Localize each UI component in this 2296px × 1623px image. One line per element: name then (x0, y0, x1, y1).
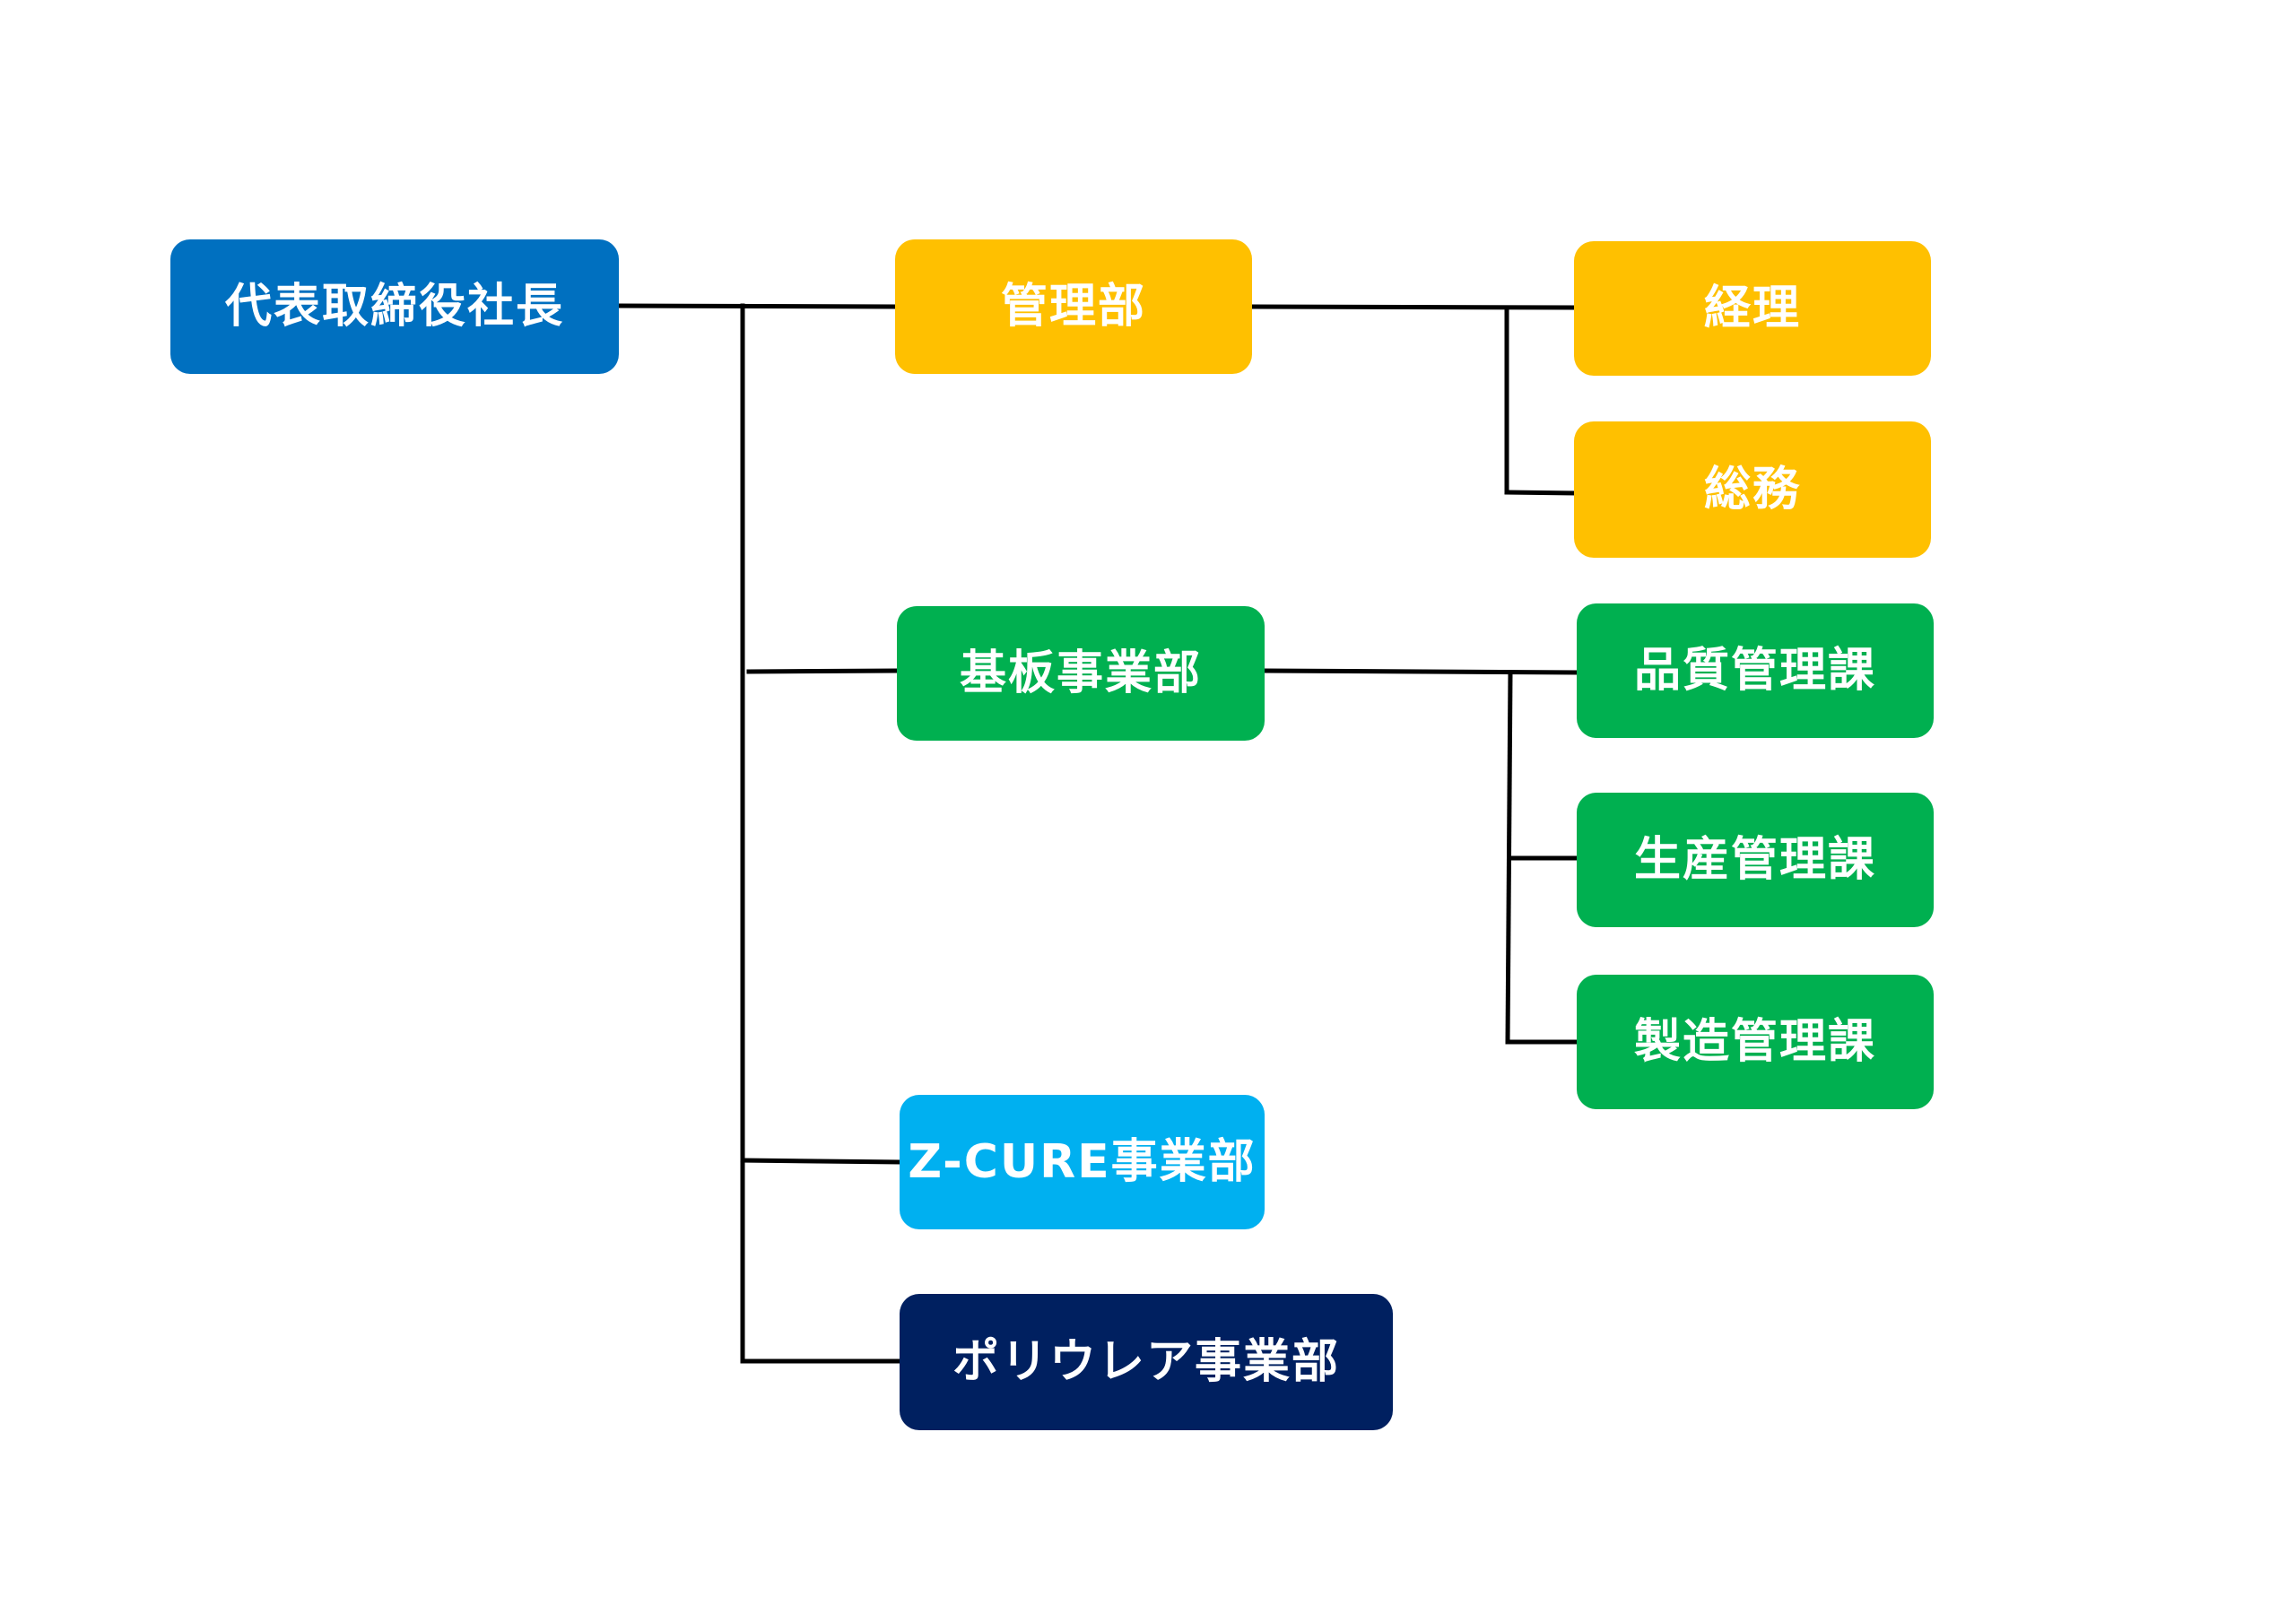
connector-ceo-to-kiban (746, 668, 900, 674)
connector-kanri-to-keiri (1249, 304, 1577, 310)
connector-kiban-to-hinshitsu (1262, 668, 1579, 675)
node-kanri-label: 管理部 (1000, 280, 1146, 334)
node-seisan: 生産管理課 (1577, 793, 1934, 927)
node-ceo: 代表取締役社長 (170, 239, 619, 374)
node-hinshitsu: 品質管理課 (1577, 603, 1934, 738)
node-kiban-label: 基板事業部 (959, 647, 1202, 700)
node-seisan-label: 生産管理課 (1633, 833, 1876, 887)
node-somu-label: 総務 (1703, 463, 1801, 516)
node-seizo-label: 製造管理課 (1633, 1015, 1876, 1069)
node-zcure-label: Z-CURE事業部 (908, 1135, 1257, 1189)
node-ceo-label: 代表取締役社長 (224, 280, 564, 334)
node-polyurea-label: ポリウレア事業部 (952, 1335, 1340, 1389)
node-keiri-label: 経理 (1703, 282, 1801, 335)
connector-ceo-to-zcure (740, 1158, 902, 1165)
node-keiri: 経理 (1574, 241, 1931, 376)
node-kiban: 基板事業部 (897, 606, 1265, 741)
node-zcure: Z-CURE事業部 (900, 1095, 1265, 1229)
node-seizo: 製造管理課 (1577, 975, 1934, 1109)
node-polyurea: ポリウレア事業部 (900, 1294, 1393, 1430)
node-kanri: 管理部 (895, 239, 1252, 374)
node-somu: 総務 (1574, 421, 1931, 558)
connector-ceo-to-kanri (616, 303, 898, 309)
connector-kanri-to-somu (1504, 490, 1577, 496)
node-hinshitsu-label: 品質管理課 (1633, 644, 1876, 698)
